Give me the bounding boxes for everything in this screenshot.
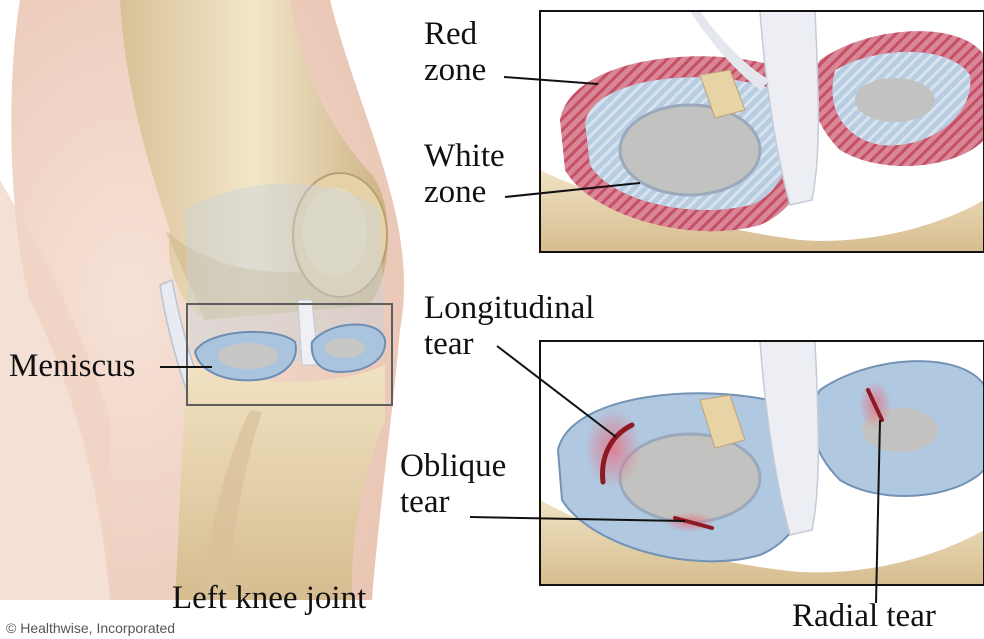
white-zone-label-line1: White bbox=[424, 138, 505, 174]
red-zone-label-line2: zone bbox=[424, 52, 486, 88]
longitudinal-tear-label-line1: Longitudinal bbox=[424, 290, 594, 326]
copyright-credit: © Healthwise, Incorporated bbox=[6, 620, 175, 636]
oblique-tear-label-line1: Oblique bbox=[400, 448, 506, 484]
knee-joint-drawing bbox=[0, 0, 404, 600]
tear-detail-panel bbox=[540, 341, 984, 585]
longitudinal-tear-label: Longitudinal tear bbox=[424, 290, 594, 362]
oblique-tear-label-line2: tear bbox=[400, 484, 506, 520]
meniscus-label: Meniscus bbox=[9, 348, 136, 384]
zone-detail-panel bbox=[540, 11, 984, 252]
longitudinal-tear-label-line2: tear bbox=[424, 326, 594, 362]
red-zone-label: Red zone bbox=[424, 16, 486, 88]
red-zone-label-line1: Red bbox=[424, 16, 486, 52]
radial-tear-label: Radial tear bbox=[792, 598, 936, 634]
left-knee-joint-caption: Left knee joint bbox=[172, 580, 366, 616]
white-zone-label: White zone bbox=[424, 138, 505, 210]
white-zone-label-line2: zone bbox=[424, 174, 505, 210]
oblique-tear-label: Oblique tear bbox=[400, 448, 506, 520]
